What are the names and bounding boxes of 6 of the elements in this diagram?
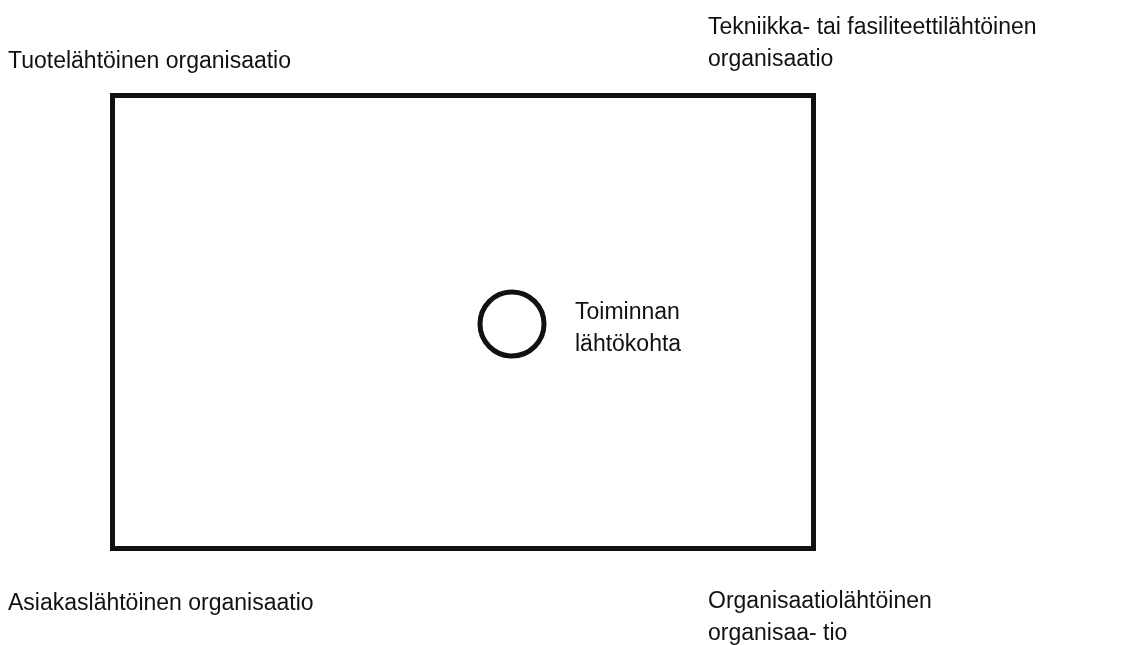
- frame-rectangle: [110, 93, 816, 551]
- corner-label: Tuotelähtöinen organisaatio: [8, 46, 293, 75]
- corner-label: Tekniikka- tai fasiliteettilähtöinen organisaatio: [708, 12, 1038, 73]
- corner-label: Organisaatiolähtöinen organisaa- tio: [708, 586, 933, 645]
- corner-label: Asiakaslähtöinen organisaatio: [8, 588, 315, 617]
- node-caption: Toiminnan lähtökohta: [575, 297, 683, 358]
